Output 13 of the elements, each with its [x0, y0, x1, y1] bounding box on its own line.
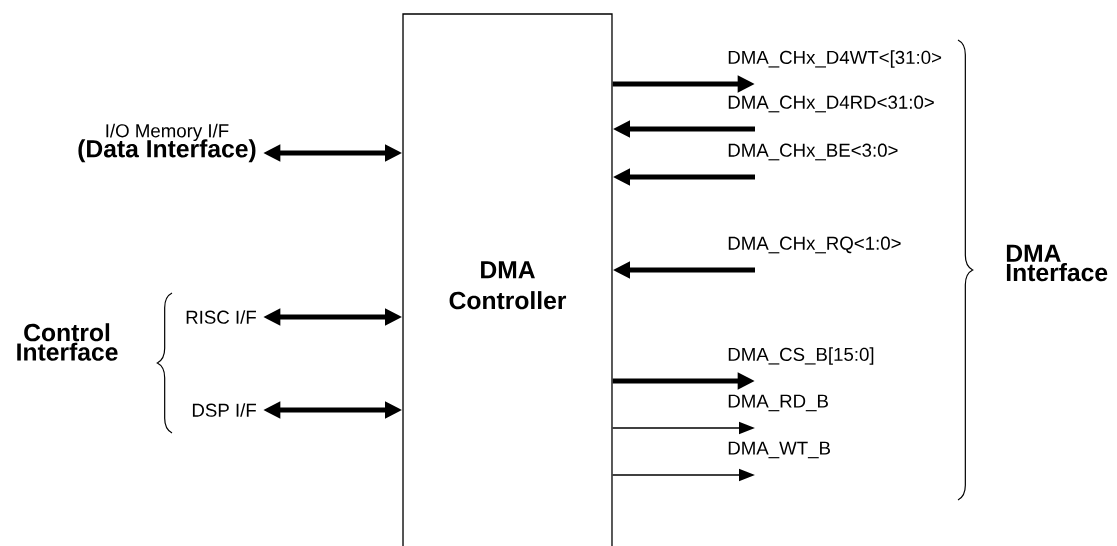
signal-label: DMA_WT_B: [728, 441, 830, 459]
signal-label: DMA_CHx_RQ<1:0>: [728, 236, 901, 254]
signal-label: DMA_RD_B: [728, 394, 828, 412]
interface-label: DSP I/F: [192, 403, 256, 417]
interface-label: RISC I/F: [186, 310, 256, 324]
controller-box: DMA Controller: [402, 13, 613, 546]
signal-label: DMA_CS_B[15:0]: [728, 347, 874, 365]
signal-label: DMA_CHx_D4WT<[31:0>: [728, 50, 942, 68]
signal-label: DMA_CHx_D4RD<31:0>: [728, 95, 934, 113]
group-label: DMA Interface: [1006, 244, 1108, 282]
interface-label: I/O Memory I/F (Data Interface): [78, 123, 256, 163]
signal-label: DMA_CHx_BE<3:0>: [728, 143, 898, 161]
group-label: Control Interface: [17, 323, 118, 361]
